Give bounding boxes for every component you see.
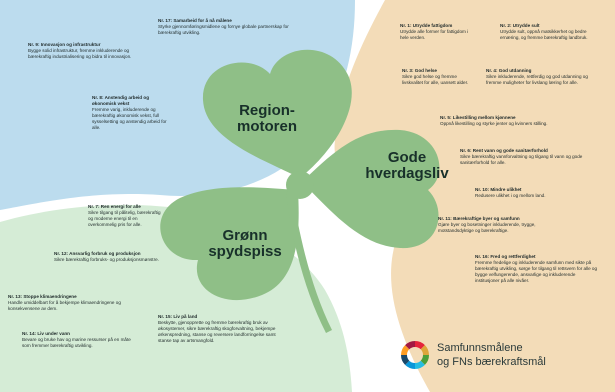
goal-6-title: Nr. 6: Rent vann og gode sanitærforhold <box>460 148 548 153</box>
clover-leaf-top <box>202 49 352 178</box>
goal-2-text: Utrydde sult, oppnå matsikkerhet og bedr… <box>500 28 588 40</box>
goal-8-title: Nr. 8: Anstendig arbeid og økonomisk vek… <box>92 95 150 106</box>
goal-2-title: Nr. 2: Utrydde sult <box>500 23 540 28</box>
goal-17-title: Nr. 17: Samarbeid for å nå målene <box>158 18 232 23</box>
goal-8-text: Fremme varig, inkluderende og bærekrafti… <box>92 106 167 130</box>
goal-13: Nr. 13: Stoppe klimaendringene Handle um… <box>8 294 123 312</box>
goal-13-text: Handle umiddelbart for å bekjempe klimae… <box>8 299 121 311</box>
goal-14-text: Bevare og bruke hav og marine ressurser … <box>22 336 131 348</box>
goal-12-title: Nr. 12: Ansvarlig forbruk og produksjon <box>54 251 141 256</box>
goal-4-title: Nr. 4: God utdanning <box>486 68 532 73</box>
goal-17: Nr. 17: Samarbeid for å nå målene Styrke… <box>158 18 308 36</box>
goal-1: Nr. 1: Utrydde fattigdom Utrydde alle fo… <box>400 23 478 41</box>
goal-3-title: Nr. 3: God helse <box>402 68 437 73</box>
goal-16: Nr. 16: Fred og rettferdighet Fremme fre… <box>475 254 600 284</box>
clover <box>160 49 440 333</box>
goal-14-title: Nr. 14: Liv under vann <box>22 331 70 336</box>
goal-15-title: Nr. 15: Liv på land <box>158 314 198 319</box>
goal-2: Nr. 2: Utrydde sult Utrydde sult, oppnå … <box>500 23 595 41</box>
goal-7: Nr. 7: Ren energi for alle Sikre tilgang… <box>88 204 166 228</box>
sdg-logo-line2: og FNs bærekraftsmål <box>437 355 546 368</box>
goal-12-text: Sikre bærekraftig forbruks- og produksjo… <box>54 256 159 262</box>
goal-7-text: Sikre tilgang til pålitelig, bærekraftig… <box>88 209 161 227</box>
sdg-logo-line1: Samfunnsmålene <box>437 342 523 354</box>
goal-1-text: Utrydde alle former for fattigdom i hele… <box>400 28 469 40</box>
goal-8: Nr. 8: Anstendig arbeid og økonomisk vek… <box>92 95 172 131</box>
clover-leaf-bottom <box>160 187 299 301</box>
goal-6: Nr. 6: Rent vann og gode sanitærforhold … <box>460 148 600 166</box>
goal-5-title: Nr. 5: Likestilling mellom kjønnene <box>440 115 516 120</box>
label-gronn-spydspiss-line1: Grønn <box>222 227 268 244</box>
goal-16-title: Nr. 16: Fred og rettferdighet <box>475 254 536 259</box>
goal-7-title: Nr. 7: Ren energi for alle <box>88 204 141 209</box>
goal-3: Nr. 3: God helse Sikre god helse og frem… <box>402 68 474 86</box>
goal-11-text: Gjøre byer og bosetninger inkluderende, … <box>438 221 536 233</box>
goal-10-title: Nr. 10: Mindre ulikhet <box>475 187 522 192</box>
goal-16-text: Fremme fredelige og inkluderende samfunn… <box>475 259 598 283</box>
goal-15: Nr. 15: Liv på land Beskytte, gjenoppret… <box>158 314 278 344</box>
label-regionmotoren-line1: Region- <box>239 102 295 119</box>
goal-10: Nr. 10: Mindre ulikhet Redusere ulikhet … <box>475 187 600 199</box>
goal-11: Nr. 11: Bærekraftige byer og samfunn Gjø… <box>438 216 560 234</box>
goal-17-text: Styrke gjennomføringsmidlene og fornye g… <box>158 23 289 35</box>
goal-15-text: Beskytte, gjenopprette og fremme bærekra… <box>158 319 276 343</box>
goal-9-text: Bygge solid infrastruktur, fremme inklud… <box>28 47 132 59</box>
goal-1-title: Nr. 1: Utrydde fattigdom <box>400 23 453 28</box>
goal-9-title: Nr. 9: Innovasjon og infrastruktur <box>28 42 101 47</box>
label-gode-hverdagsliv-line1: Gode <box>387 149 427 166</box>
label-regionmotoren-line2: motoren <box>237 118 297 136</box>
goal-5: Nr. 5: Likestilling mellom kjønnene Oppn… <box>440 115 580 127</box>
label-gode-hverdagsliv: Gode hverdagsliv <box>352 149 462 183</box>
goal-12: Nr. 12: Ansvarlig forbruk og produksjon … <box>54 251 174 263</box>
goal-4-text: Sikre inkluderende, rettferdig og god ut… <box>486 73 588 85</box>
label-gode-hverdagsliv-line2: hverdagsliv <box>365 165 449 183</box>
label-gronn-spydspiss-line2: spydspiss <box>208 243 282 261</box>
clover-leaf-right <box>302 129 440 249</box>
goal-5-text: Oppnå likestilling og styrke jenter og k… <box>440 120 548 126</box>
tan-region <box>334 0 615 392</box>
goal-13-title: Nr. 13: Stoppe klimaendringene <box>8 294 77 299</box>
goal-4: Nr. 4: God utdanning Sikre inkluderende,… <box>486 68 598 86</box>
clover-center <box>286 171 314 199</box>
goal-9: Nr. 9: Innovasjon og infrastruktur Bygge… <box>28 42 138 60</box>
goal-14: Nr. 14: Liv under vann Bevare og bruke h… <box>22 331 134 349</box>
goal-6-text: Sikre bærekraftig vannforvaltning og til… <box>460 153 583 165</box>
label-regionmotoren: Region- motoren <box>212 102 322 136</box>
goal-10-text: Redusere ulikhet i og mellom land. <box>475 192 546 198</box>
goal-3-text: Sikre god helse og fremme livskvalitet f… <box>402 73 469 85</box>
clover-stem <box>286 190 332 333</box>
sdg-wheel-icon <box>401 341 429 369</box>
sdg-logo-text: Samfunnsmålene og FNs bærekraftsmål <box>437 342 607 370</box>
label-gronn-spydspiss: Grønn spydspiss <box>190 227 300 261</box>
goal-11-title: Nr. 11: Bærekraftige byer og samfunn <box>438 216 520 221</box>
